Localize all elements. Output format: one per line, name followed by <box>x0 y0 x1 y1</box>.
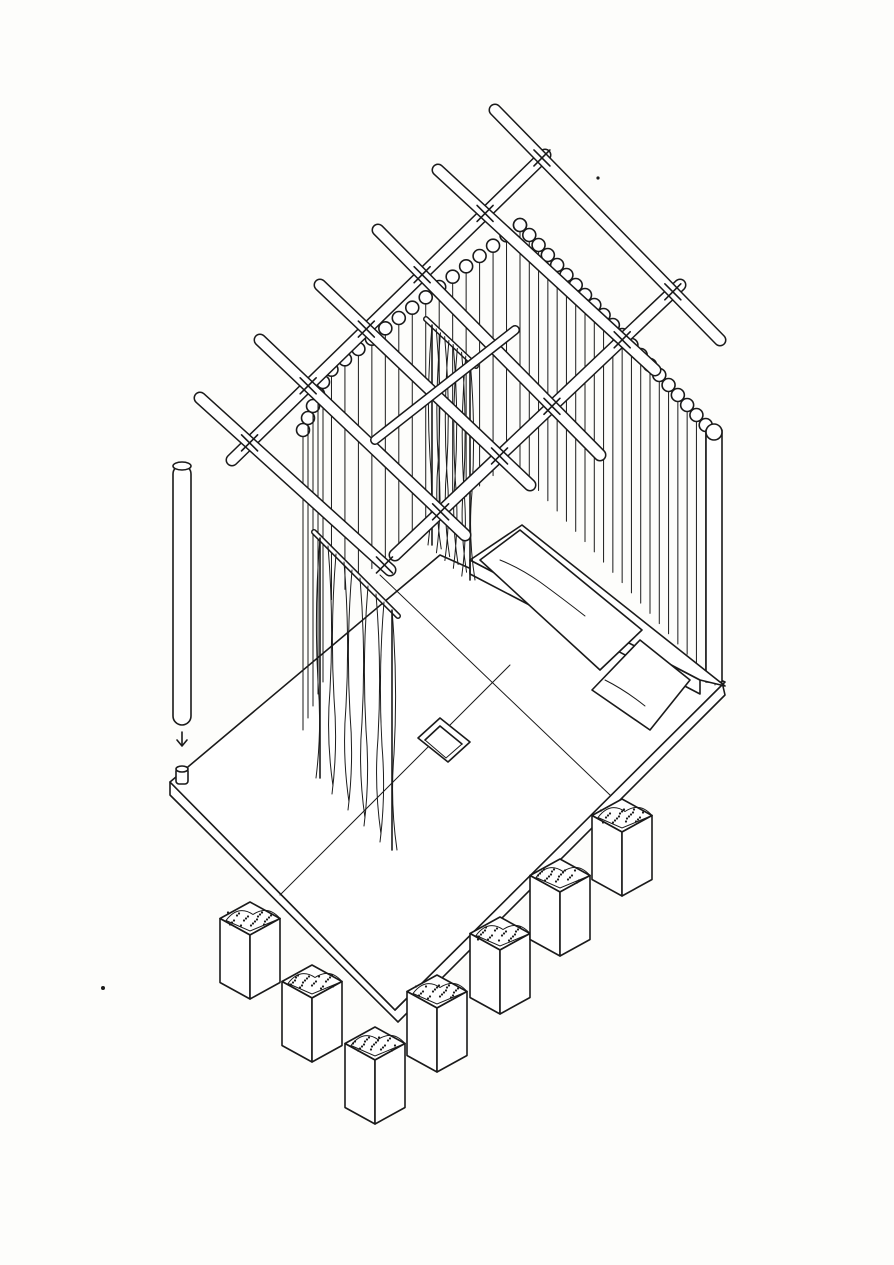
pole-end <box>445 269 460 284</box>
pole-end <box>531 237 546 253</box>
pole-end <box>458 259 474 274</box>
longitudinal-beam <box>225 148 552 467</box>
inner-curtain <box>423 316 479 581</box>
cross-beam <box>193 391 397 577</box>
pole-end <box>295 422 311 438</box>
rope-lashing <box>431 502 450 521</box>
footing-block <box>281 964 343 1063</box>
sand-fill <box>225 909 281 932</box>
pole-end <box>705 423 723 441</box>
cross-beam <box>253 333 472 542</box>
pole-end <box>418 290 434 305</box>
pole-end <box>472 248 487 264</box>
footing-block <box>406 974 468 1073</box>
bed-platform <box>469 524 726 731</box>
rope-lashing <box>613 330 631 349</box>
footing-block <box>469 916 531 1015</box>
footing-block <box>591 798 653 897</box>
rope-lashing <box>476 204 494 223</box>
paper-speck <box>596 176 600 180</box>
corner-post <box>705 429 723 683</box>
rope-lashing <box>240 434 259 452</box>
front-curtain <box>311 529 401 851</box>
pole-end <box>300 410 316 426</box>
loose-column <box>172 461 192 785</box>
rope-lashing <box>543 397 561 416</box>
pole-end <box>485 238 501 253</box>
pole-end <box>670 387 686 403</box>
floor-hatch-opening <box>417 717 471 763</box>
footing-block <box>344 1026 406 1125</box>
paper-speck <box>101 986 105 990</box>
sand-fill <box>412 982 468 1005</box>
sand-fill <box>597 806 653 829</box>
rope-lashing <box>533 149 551 167</box>
curtain-rod <box>423 316 479 369</box>
rope-lashing <box>664 282 682 301</box>
pole-end <box>679 397 695 413</box>
floor-platform <box>169 554 726 1023</box>
roof-beam-frame <box>193 103 727 577</box>
curtain-folds <box>315 537 398 851</box>
pole-end <box>404 300 420 315</box>
footing-block <box>529 858 591 957</box>
sand-fill <box>287 972 343 995</box>
pole-end <box>512 217 528 233</box>
pole-end <box>661 377 676 393</box>
cross-beam <box>488 103 727 347</box>
rope-lashing <box>413 265 431 284</box>
rope-lashing <box>375 556 394 574</box>
pole-end <box>305 398 321 414</box>
pole-end <box>378 321 393 336</box>
sand-fill <box>475 924 531 947</box>
footing-blocks <box>219 798 653 1125</box>
pole-end <box>391 310 407 326</box>
rope-lashing <box>357 320 376 338</box>
rope-lashing <box>490 447 509 465</box>
support-beam <box>370 325 520 445</box>
pole-end <box>540 247 556 263</box>
pole-end <box>689 407 704 423</box>
rope-lashing <box>299 376 317 395</box>
footing-block <box>219 901 281 1000</box>
pole-end <box>521 227 537 243</box>
